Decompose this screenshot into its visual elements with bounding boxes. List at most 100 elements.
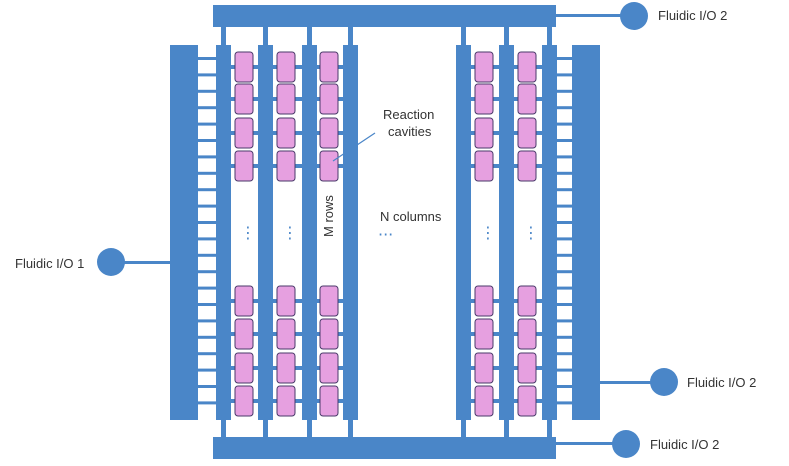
cavity-stub [536,164,546,168]
cavity-stub [338,97,348,101]
left-rung [198,122,216,126]
cavity-stub [310,399,320,403]
cavity-stub [225,399,235,403]
reaction-cavity [474,318,494,350]
reaction-cavity [474,83,494,115]
cavity-stub [493,131,503,135]
cavity-stub [493,97,503,101]
reaction-cavity [276,51,296,83]
cavity-stub [295,97,305,101]
left-rung [198,73,216,77]
cavity-stub [493,299,503,303]
vertical-channel-4 [343,45,358,420]
left-rung [198,401,216,405]
reaction-cavity [517,51,537,83]
bottom-connector-3 [307,420,312,437]
cavity-stub [338,399,348,403]
right-rung [557,122,572,126]
cavity-stub [295,164,305,168]
left-rung [198,106,216,110]
reaction-cavity [234,51,254,83]
cavity-stub [267,131,277,135]
reaction-cavity [474,352,494,384]
reaction-cavity [234,83,254,115]
left-rung [198,221,216,224]
reaction-cavity [474,51,494,83]
cavity-stub [536,65,546,69]
left-rung [198,303,216,306]
cavity-stub [493,164,503,168]
top-port-line [556,14,622,17]
right-rung [557,303,572,306]
reaction-cavity [474,285,494,317]
cavity-stub [267,164,277,168]
top-connector-3 [307,27,312,45]
vertical-channel-5 [456,45,471,420]
left-rung [198,253,216,257]
reaction-cavities-label-line1: Reaction [383,107,434,122]
cavity-stub [253,366,263,370]
reaction-cavity [234,385,254,417]
reaction-cavity [319,385,339,417]
channel-network [123,5,652,459]
cavity-stub [338,366,348,370]
vertical-ellipsis-icon: ⋮ [480,223,496,242]
reaction-cavity [319,83,339,115]
left-rung [198,385,216,388]
reaction-cavity [319,150,339,182]
cavity-stub [508,399,518,403]
right-port-line [600,381,652,384]
right-rung [557,57,572,60]
right-rung [557,286,572,290]
reaction-cavity [276,352,296,384]
cavity-stub [295,131,305,135]
cavity-stub [493,366,503,370]
right-rung [557,237,572,241]
cavity-stub [536,131,546,135]
top-connector-1 [221,27,226,45]
right-rung [557,221,572,224]
cavity-stub [536,366,546,370]
reaction-cavity [319,51,339,83]
reaction-cavity [474,385,494,417]
cavity-stub [338,164,348,168]
io-right-label: Fluidic I/O 2 [687,375,756,390]
right-rung [557,155,572,159]
reaction-cavity [517,318,537,350]
cavity-stub [465,299,475,303]
cavity-stub [310,366,320,370]
right-rung [557,89,572,93]
cavity-stub [338,332,348,336]
cavity-stub [295,65,305,69]
cavity-stub [536,97,546,101]
top-connector-4 [348,27,353,45]
bottom-connector-4 [348,420,353,437]
reaction-cavity [276,385,296,417]
left-rung [198,368,216,372]
reaction-cavity [319,117,339,149]
left-rung [198,286,216,290]
cavity-stub [267,97,277,101]
right-rung [557,106,572,110]
bottom-connector-7 [547,420,552,437]
top-connector-2 [263,27,268,45]
reaction-cavity [517,117,537,149]
cavity-stub [508,131,518,135]
right-rung [557,385,572,388]
reaction-cavity [234,150,254,182]
reaction-cavity [474,150,494,182]
cavity-stub [225,164,235,168]
left-rung [198,270,216,274]
right-rung [557,319,572,323]
reaction-cavity [517,150,537,182]
cavity-stub [338,131,348,135]
right-rung [557,368,572,372]
cavity-stub [267,299,277,303]
n-columns-label: N columns [380,209,442,224]
top-connector-6 [504,27,509,45]
left-port-line [123,261,170,264]
reaction-cavity [319,352,339,384]
vertical-channel-7 [542,45,557,420]
left-manifold [170,45,198,420]
